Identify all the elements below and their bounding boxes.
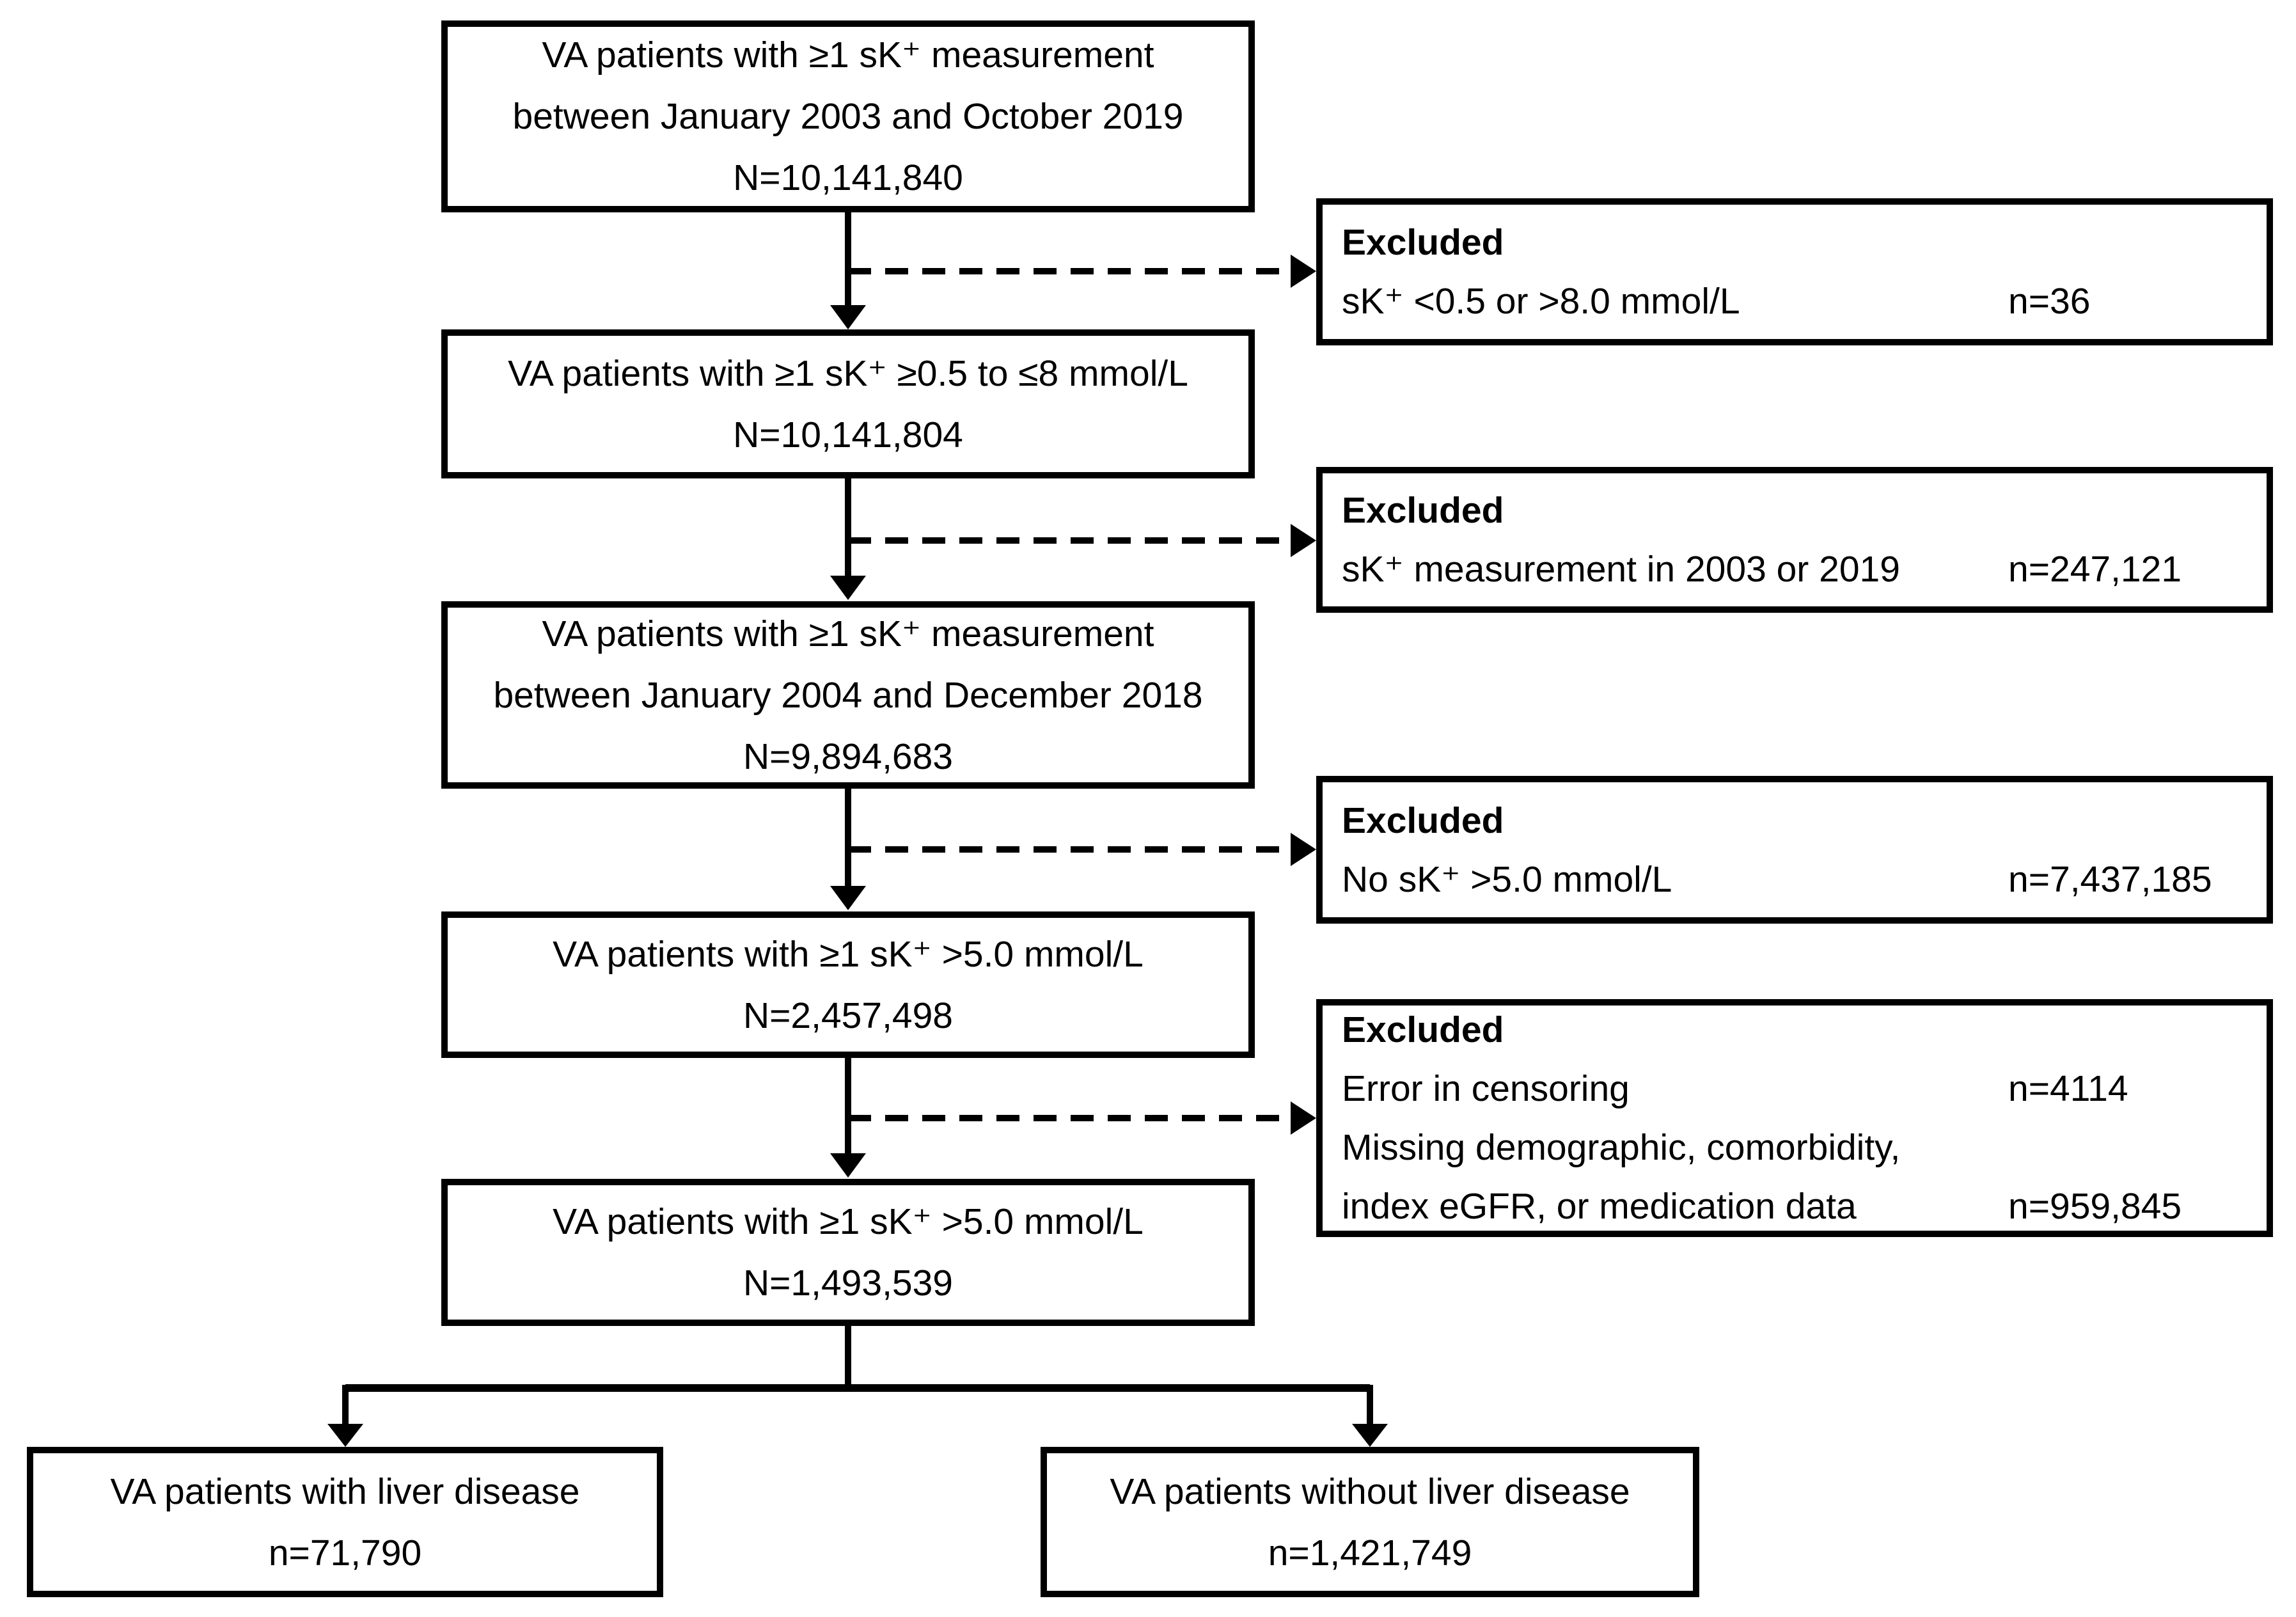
excluded-row: index eGFR, or medication data n=959,845 xyxy=(1342,1177,2247,1236)
excluded-count: n=247,121 xyxy=(2008,549,2182,590)
cohort-box-2004-2018: VA patients with ≥1 sK⁺ measurement betw… xyxy=(441,601,1255,789)
excluded-row: Error in censoring n=4114 xyxy=(1342,1059,2247,1118)
arrow-head-down-4 xyxy=(830,1153,866,1178)
outcome-box-no-liver-disease: VA patients without liver disease n=1,42… xyxy=(1041,1447,1699,1597)
excluded-count: n=7,437,185 xyxy=(2008,858,2212,900)
excluded-reason: Error in censoring xyxy=(1342,1068,1630,1109)
cohort-text: VA patients with ≥1 sK⁺ >5.0 mmol/L xyxy=(553,1201,1144,1242)
outcome-box-liver-disease: VA patients with liver disease n=71,790 xyxy=(27,1447,663,1597)
excluded-box-2: Excluded sK⁺ measurement in 2003 or 2019… xyxy=(1316,467,2273,613)
split-right-arrow-head xyxy=(1352,1424,1388,1447)
excluded-title: Excluded xyxy=(1342,800,1504,841)
excluded-box-4: Excluded Error in censoring n=4114 Missi… xyxy=(1316,999,2273,1237)
excluded-title: Excluded xyxy=(1342,490,1504,531)
split-left-arrow-head xyxy=(327,1424,363,1447)
excluded-row: Missing demographic, comorbidity, xyxy=(1342,1118,2247,1177)
cohort-count: N=1,493,539 xyxy=(743,1263,954,1304)
cohort-text: VA patients with ≥1 sK⁺ >5.0 mmol/L xyxy=(553,933,1144,975)
cohort-box-valid-range: VA patients with ≥1 sK⁺ ≥0.5 to ≤8 mmol/… xyxy=(441,329,1255,478)
excluded-count: n=4114 xyxy=(2008,1068,2128,1109)
excluded-reason: sK⁺ measurement in 2003 or 2019 xyxy=(1342,549,1900,590)
arrow-head-down-2 xyxy=(830,576,866,600)
excluded-count: n=959,845 xyxy=(2008,1186,2182,1227)
cohort-count: N=2,457,498 xyxy=(743,995,954,1036)
cohort-count: N=9,894,683 xyxy=(743,736,954,777)
dashed-arrow-head-4 xyxy=(1291,1101,1316,1135)
excluded-reason: sK⁺ <0.5 or >8.0 mmol/L xyxy=(1342,281,1740,322)
excluded-title: Excluded xyxy=(1342,222,1504,263)
excluded-row: sK⁺ measurement in 2003 or 2019 n=247,12… xyxy=(1342,540,2247,599)
excluded-row: No sK⁺ >5.0 mmol/L n=7,437,185 xyxy=(1342,850,2247,909)
excluded-title: Excluded xyxy=(1342,1009,1504,1050)
cohort-box-initial: VA patients with ≥1 sK⁺ measurement betw… xyxy=(441,20,1255,212)
outcome-count: n=71,790 xyxy=(268,1532,422,1574)
outcome-count: n=1,421,749 xyxy=(1268,1532,1472,1574)
arrow-head-down-1 xyxy=(830,305,866,329)
outcome-text: VA patients with liver disease xyxy=(110,1471,580,1512)
cohort-text: VA patients with ≥1 sK⁺ measurement xyxy=(542,35,1154,75)
cohort-text: between January 2004 and December 2018 xyxy=(493,674,1203,716)
dashed-arrow-head-1 xyxy=(1291,255,1316,288)
dashed-arrow-head-3 xyxy=(1291,833,1316,866)
excluded-row: sK⁺ <0.5 or >8.0 mmol/L n=36 xyxy=(1342,272,2247,331)
excluded-reason: Missing demographic, comorbidity, xyxy=(1342,1127,1901,1168)
excluded-count: n=36 xyxy=(2008,281,2091,322)
cohort-count: N=10,141,804 xyxy=(733,414,963,455)
cohort-count: N=10,141,840 xyxy=(733,157,963,198)
excluded-reason: index eGFR, or medication data xyxy=(1342,1186,1857,1227)
cohort-box-final: VA patients with ≥1 sK⁺ >5.0 mmol/L N=1,… xyxy=(441,1179,1255,1326)
dashed-arrow-head-2 xyxy=(1291,524,1316,557)
cohort-text: between January 2003 and October 2019 xyxy=(512,96,1184,137)
excluded-box-1: Excluded sK⁺ <0.5 or >8.0 mmol/L n=36 xyxy=(1316,198,2273,345)
outcome-text: VA patients without liver disease xyxy=(1110,1471,1630,1512)
cohort-text: VA patients with ≥1 sK⁺ ≥0.5 to ≤8 mmol/… xyxy=(508,352,1188,394)
excluded-reason: No sK⁺ >5.0 mmol/L xyxy=(1342,858,1672,900)
cohort-box-hyperkalemia: VA patients with ≥1 sK⁺ >5.0 mmol/L N=2,… xyxy=(441,911,1255,1058)
excluded-box-3: Excluded No sK⁺ >5.0 mmol/L n=7,437,185 xyxy=(1316,776,2273,924)
arrow-head-down-3 xyxy=(830,886,866,910)
cohort-text: VA patients with ≥1 sK⁺ measurement xyxy=(542,613,1154,654)
